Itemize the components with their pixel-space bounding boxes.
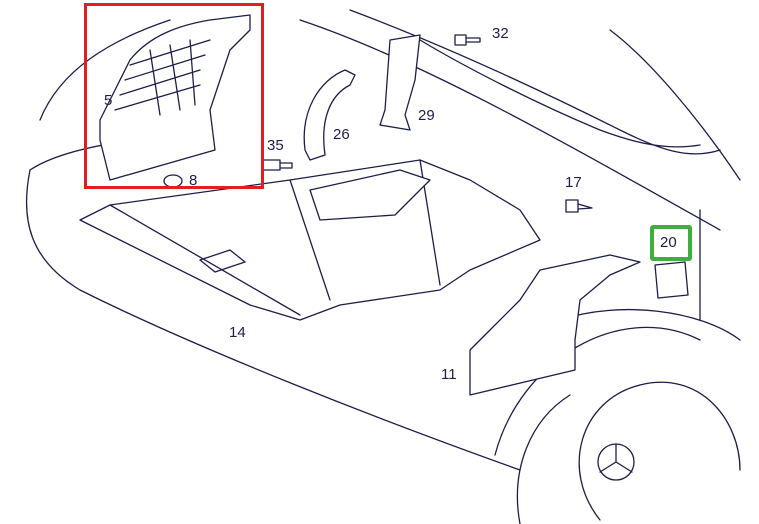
callout-5: 5 — [104, 92, 113, 109]
callout-35: 35 — [267, 137, 284, 154]
callout-14: 14 — [229, 324, 246, 341]
part-20-clip — [654, 261, 689, 299]
highlight-box-part-20 — [650, 225, 692, 261]
part-26-bracket — [303, 69, 356, 161]
callout-29: 29 — [418, 107, 435, 124]
part-32-bolt — [454, 34, 481, 46]
part-35-bolt — [261, 159, 293, 171]
part-29-duct — [379, 34, 421, 131]
part-17-bolt — [565, 199, 593, 213]
part-5-shield — [99, 14, 251, 181]
callout-17: 17 — [565, 174, 582, 191]
callout-26: 26 — [333, 126, 350, 143]
part-14-underbody-panel — [79, 159, 541, 321]
callout-8: 8 — [189, 172, 198, 189]
callout-20: 20 — [660, 234, 677, 251]
highlight-box-part-5 — [84, 3, 264, 189]
car-body-outline — [25, 9, 741, 524]
part-11-shield — [469, 254, 641, 396]
wheel-hub-star-emblem — [597, 443, 635, 481]
callout-32: 32 — [492, 25, 509, 42]
callout-11: 11 — [441, 366, 457, 383]
